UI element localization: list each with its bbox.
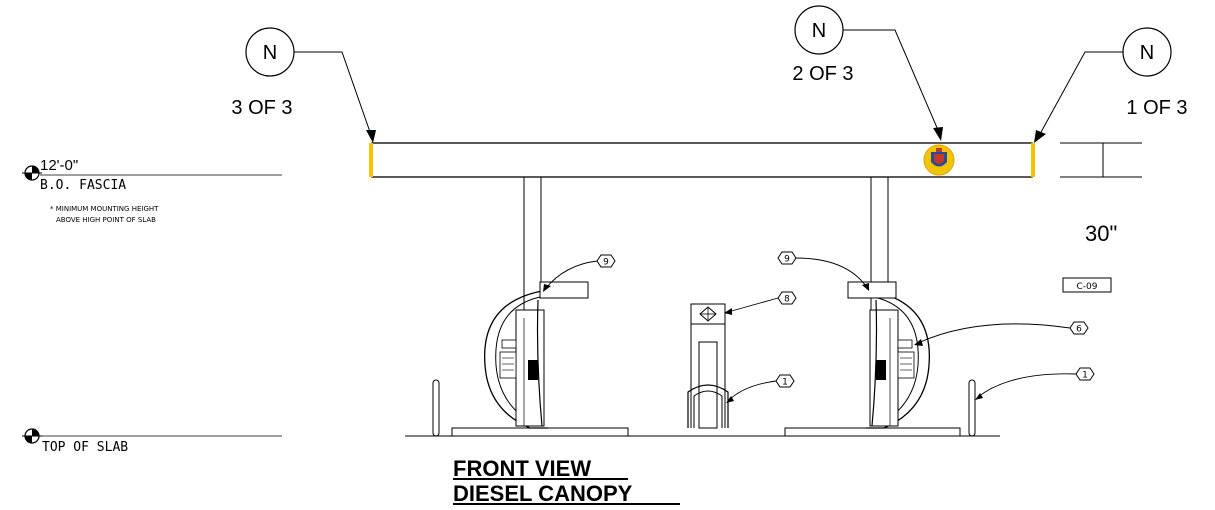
- fascia-section-detail: [1060, 142, 1142, 178]
- callout-label: 3 OF 3: [231, 97, 292, 119]
- keynote-number: 8: [784, 295, 790, 305]
- callout-letter: N: [1140, 42, 1154, 64]
- callout-2-of-3: N 2 OF 3: [792, 5, 943, 141]
- keynote-8: 8: [724, 291, 797, 315]
- bollard-right: [968, 379, 976, 437]
- pump-island-right: [784, 427, 961, 437]
- elevation-slab: TOP OF SLAB: [22, 428, 282, 455]
- keynote-number: 6: [1076, 325, 1082, 335]
- fascia-end-cap-right: [1031, 143, 1035, 177]
- center-price-sign: [687, 303, 729, 429]
- callout-arrowhead: [1034, 130, 1046, 143]
- callout-3-of-3: N 3 OF 3: [231, 27, 376, 143]
- detail-tag-text: C-09: [1077, 282, 1098, 292]
- keynote-number: 9: [603, 258, 609, 268]
- callout-leader: [1039, 51, 1123, 135]
- keynote-6: 6: [914, 321, 1089, 346]
- callout-leader: [843, 29, 939, 131]
- callout-letter: N: [812, 20, 826, 42]
- slab-label: TOP OF SLAB: [42, 440, 128, 455]
- detail-tag: C-09: [1062, 277, 1112, 293]
- title-line2: DIESEL CANOPY: [453, 481, 633, 506]
- canopy-columns: [523, 177, 889, 318]
- fascia-height: 12'-0": [40, 157, 78, 174]
- callout-arrowhead: [933, 127, 943, 141]
- fascia-end-cap-left: [369, 143, 373, 177]
- keynote-number: 9: [784, 255, 790, 265]
- diamond-icon: [699, 306, 717, 322]
- elevation-target-icon: [22, 428, 42, 444]
- bollard-left: [432, 379, 440, 437]
- callout-leader: [294, 51, 371, 133]
- mounting-note-line2: ABOVE HIGH POINT OF SLAB: [56, 216, 156, 224]
- elevation-fascia: 12'-0" B.O. FASCIA * MINIMUM MOUNTING HE…: [22, 157, 282, 224]
- callout-1-of-3: N 1 OF 3: [1034, 27, 1188, 143]
- keynote-number: 1: [1082, 371, 1088, 381]
- keynote-9-left: 9: [543, 254, 616, 292]
- fascia-label: B.O. FASCIA: [40, 178, 126, 193]
- title-line1: FRONT VIEW: [453, 456, 591, 481]
- dispenser-left: [484, 281, 589, 429]
- keynote-9-right: 9: [777, 251, 869, 291]
- keynote-number: 1: [782, 378, 788, 388]
- dimension-label: 30": [1085, 221, 1117, 246]
- logo-sign-icon: [923, 144, 955, 176]
- keynote-1-right: 1: [975, 367, 1095, 400]
- callout-arrowhead: [366, 130, 376, 143]
- callout-label: 1 OF 3: [1126, 97, 1187, 119]
- mounting-note-line1: * MINIMUM MOUNTING HEIGHT: [50, 205, 159, 213]
- dispenser-right: [847, 281, 930, 429]
- elevation-target-icon: [22, 165, 42, 181]
- drawing-title: FRONT VIEW DIESEL CANOPY: [453, 456, 680, 506]
- callout-letter: N: [263, 42, 277, 64]
- canopy-fascia: [369, 142, 1035, 178]
- keynote-1-center: 1: [726, 374, 795, 403]
- callout-label: 2 OF 3: [792, 63, 853, 85]
- pump-island-left: [451, 427, 629, 437]
